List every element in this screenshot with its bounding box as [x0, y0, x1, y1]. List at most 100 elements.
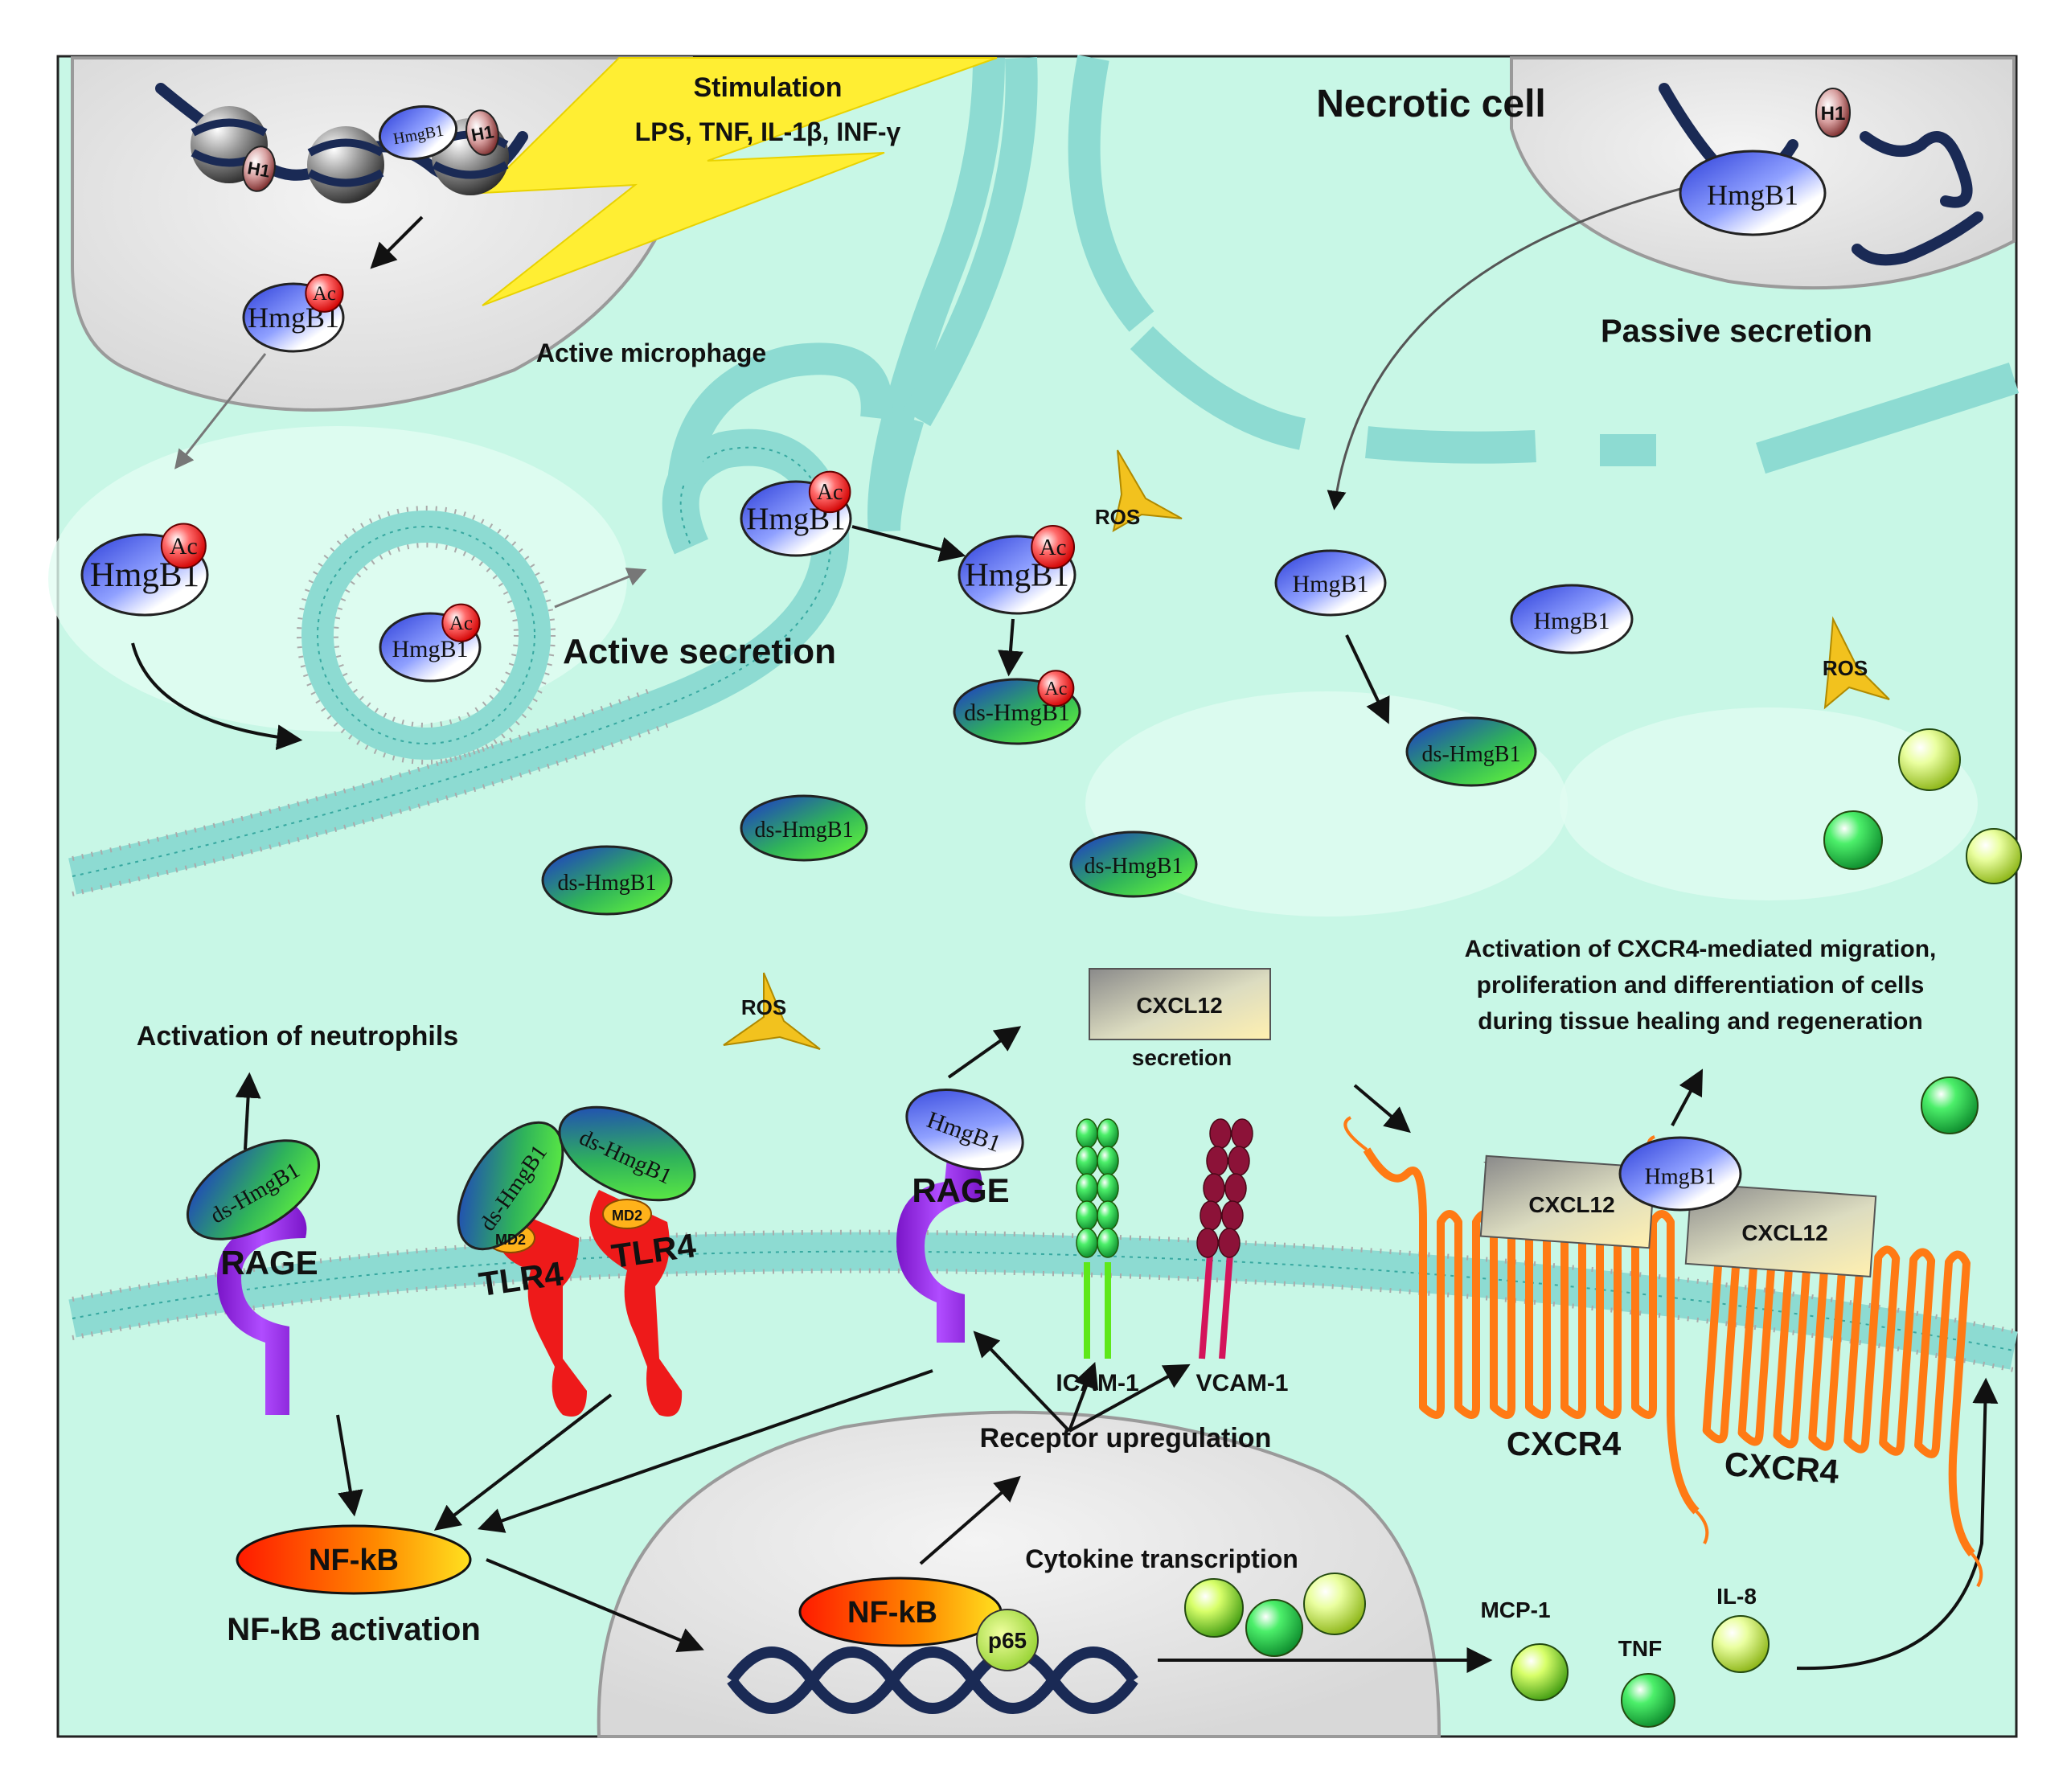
stimulation-lightning-icon — [480, 57, 998, 306]
hmgb1-molecule: HmgB1 — [1510, 584, 1634, 654]
molecule-label: HmgB1 — [1533, 608, 1610, 634]
ds-hmgb1-molecule: ds-HmgB1 — [457, 1121, 564, 1251]
cxcr4-tail — [1971, 1552, 1983, 1588]
molecule-label: HmgB1 — [1707, 179, 1798, 211]
p65-subunit — [976, 1609, 1039, 1671]
icam1-domain — [1097, 1118, 1119, 1149]
icam1-domain — [1076, 1173, 1098, 1204]
cytokine-particle — [1823, 810, 1883, 870]
rage-label-left: RAGE — [220, 1244, 318, 1281]
cxcr4-activation-line3: during tissue healing and regeneration — [1478, 1008, 1922, 1035]
molecule-ellipse — [457, 1121, 564, 1251]
ros-label: ROS — [1823, 656, 1868, 680]
cxcl12-secretion-label: secretion — [1132, 1045, 1232, 1070]
text-labels: Stimulation LPS, TNF, IL-1β, INF-γ Necro… — [137, 72, 1937, 1661]
vcam1-domain — [1221, 1200, 1244, 1231]
nucleosome — [307, 126, 384, 203]
dna-helix — [727, 1646, 1138, 1714]
arrow — [998, 618, 1023, 677]
cytokine-particle — [1921, 1076, 1979, 1134]
il8-label: IL-8 — [1716, 1584, 1757, 1609]
molecule-label: ds-HmgB1 — [755, 818, 854, 843]
ros-shape — [1823, 616, 1890, 710]
nfkb-label: NF-kB — [309, 1544, 399, 1577]
histone-h1-shape — [465, 109, 499, 156]
cytokine-particles — [1184, 728, 2022, 1728]
histone-h1: H1 — [1815, 88, 1851, 137]
arrow — [1345, 634, 1390, 724]
molecule-ellipse — [1510, 584, 1634, 654]
nfkb-ellipse — [236, 1524, 472, 1595]
vcam1-label: VCAM-1 — [1195, 1370, 1288, 1396]
vcam1-domain — [1203, 1173, 1225, 1204]
cxcl12-box — [1479, 1154, 1656, 1249]
cxcl12-bound-right: CXCL12 — [1684, 1183, 1877, 1277]
vcam1-domain — [1206, 1146, 1228, 1176]
vcam1-domain — [1224, 1173, 1247, 1204]
molecule-label: ds-HmgB1 — [1422, 742, 1521, 767]
ds-hmgb1-molecule: ds-HmgB1 — [1069, 830, 1198, 898]
histone-h1-label: H1 — [246, 158, 272, 182]
cxcl12-label: CXCL12 — [1741, 1220, 1827, 1245]
cxcr4-tail — [1695, 1510, 1709, 1544]
arrow — [433, 1393, 613, 1531]
necrotic-membrane-fragment — [1130, 326, 1306, 450]
icam1-domain — [1097, 1173, 1119, 1204]
cytokine-particle — [1621, 1673, 1675, 1728]
arrow — [947, 1026, 1022, 1079]
vesicle-heads — [334, 543, 519, 728]
cxcr4-activation-line1: Activation of CXCR4-mediated migration, — [1465, 936, 1937, 962]
vcam1-domain — [1196, 1228, 1219, 1258]
icam1-domain — [1097, 1228, 1119, 1258]
molecule-ellipse — [1405, 716, 1537, 787]
nfkb-label: NF-kB — [847, 1596, 937, 1630]
nfkb-complex-nucleus: NF-kB p65 — [798, 1577, 1039, 1671]
histone-h1-label: H1 — [470, 121, 495, 146]
necrotic-membrane — [1068, 55, 1154, 332]
icam1-receptor — [1084, 1262, 1111, 1359]
icam1-domain — [1076, 1118, 1098, 1149]
hmgb1-molecule: HmgB1 — [1618, 1136, 1742, 1212]
exocytosis-membrane — [667, 342, 893, 485]
icam1-domain — [1076, 1146, 1098, 1176]
icam1-domain — [1097, 1200, 1119, 1231]
molecule-label: ds-HmgB1 — [1085, 854, 1183, 879]
arrows — [131, 183, 1999, 1673]
cytokine-particle — [1245, 1599, 1303, 1657]
hmgb1-molecule: HmgB1 — [1679, 150, 1827, 236]
hmgb1-molecule: HmgB1 — [905, 1089, 1024, 1171]
histone-h1-label: H1 — [1821, 103, 1846, 125]
hmgb1-molecule: HmgB1 — [1274, 549, 1387, 617]
ds-hmgb1-molecule: ds-HmgB1 — [558, 1105, 696, 1202]
arrow — [919, 1475, 1021, 1565]
arrow — [131, 642, 303, 751]
ds-hmgb1-molecule: ds-HmgB1 — [1405, 716, 1537, 787]
ros-star: ROS — [1823, 616, 1890, 710]
icam1-beads — [1076, 1118, 1119, 1258]
acetyl-label: Ac — [1040, 535, 1067, 560]
arrow — [851, 525, 966, 563]
ros-star: ROS — [1095, 449, 1183, 532]
ds-hmgb1-molecule: ds-HmgB1 — [541, 845, 673, 916]
ds-hmgb1-molecule: ds-HmgB1 — [740, 794, 868, 862]
cxcl12-box — [1684, 1183, 1877, 1277]
ros-label: ROS — [1095, 505, 1140, 529]
arrow — [336, 1414, 363, 1517]
molecule-ellipse — [1274, 549, 1387, 617]
rage-shape — [217, 1190, 307, 1415]
vcam1-domain — [1231, 1118, 1253, 1149]
cxcr4-tail — [1343, 1116, 1368, 1151]
vcam1-beads — [1196, 1118, 1253, 1258]
stimulation-title: Stimulation — [693, 72, 842, 103]
molecule-ellipse — [558, 1105, 696, 1202]
molecule-label: HmgB1 — [1292, 571, 1368, 597]
molecule-ellipse — [1069, 830, 1198, 898]
active-secretion-label: Active secretion — [563, 632, 836, 671]
acetyl-label: Ac — [1044, 679, 1067, 699]
vcam1-domain — [1218, 1228, 1241, 1258]
ros-label: ROS — [741, 995, 786, 1019]
acetyl-label: Ac — [449, 613, 473, 634]
active-macrophage-label: Active microphage — [536, 338, 766, 367]
